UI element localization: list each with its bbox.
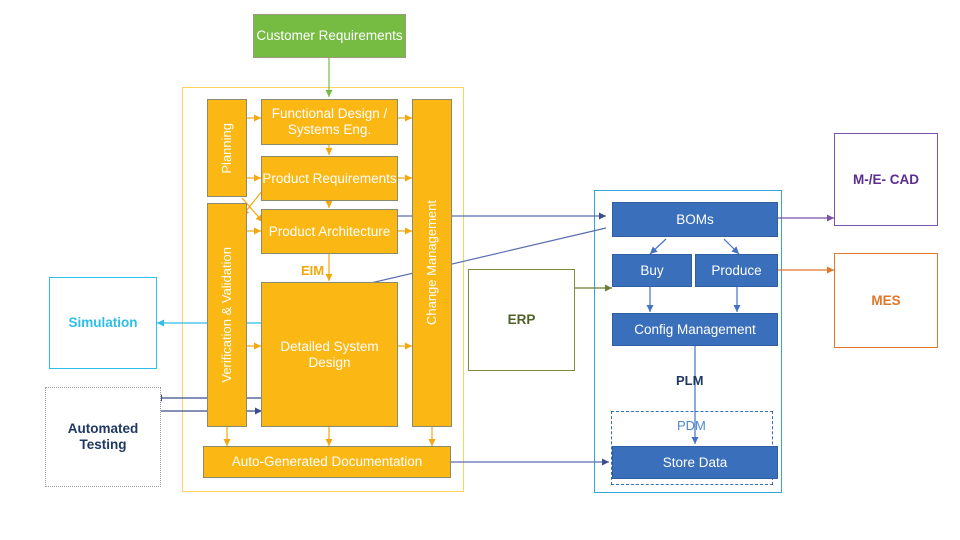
node-label: Config Management	[634, 321, 756, 337]
node-functional-design[interactable]: Functional Design / Systems Eng.	[261, 99, 398, 145]
node-label: Buy	[640, 262, 664, 278]
node-mes[interactable]: MES	[834, 253, 938, 348]
node-label: Automated Testing	[67, 421, 139, 452]
node-verification-validation[interactable]: Verification & Validation	[207, 203, 247, 427]
node-mcad-ecad[interactable]: M-/E- CAD	[834, 133, 938, 226]
node-config-management[interactable]: Config Management	[612, 313, 778, 346]
label-eim: EIM	[301, 263, 325, 278]
node-detailed-system-design[interactable]: Detailed System Design	[261, 282, 398, 427]
node-label: Change Management	[423, 200, 439, 326]
node-label: Functional Design / Systems Eng.	[271, 106, 388, 137]
node-label: Customer Requirements	[256, 28, 403, 44]
node-label: Planning	[218, 122, 234, 174]
node-label: Simulation	[68, 315, 138, 331]
label-pdm: PDM	[677, 418, 706, 433]
node-label: Auto-Generated Documentation	[231, 454, 423, 470]
node-label: Verification & Validation	[218, 247, 234, 383]
node-boms[interactable]: BOMs	[612, 202, 778, 237]
node-label: Store Data	[662, 454, 728, 470]
node-simulation[interactable]: Simulation	[49, 277, 157, 369]
node-buy[interactable]: Buy	[612, 254, 692, 287]
node-change-management[interactable]: Change Management	[412, 99, 452, 427]
node-label: Product Requirements	[262, 170, 397, 186]
node-automated-testing[interactable]: Automated Testing	[45, 387, 161, 487]
node-erp[interactable]: ERP	[468, 269, 575, 371]
node-label: MES	[871, 292, 901, 308]
node-product-requirements[interactable]: Product Requirements	[261, 156, 398, 201]
node-product-architecture[interactable]: Product Architecture	[261, 209, 398, 254]
node-store-data[interactable]: Store Data	[612, 446, 778, 479]
node-label: Produce	[711, 262, 762, 278]
label-plm: PLM	[676, 373, 704, 388]
node-customer-requirements[interactable]: Customer Requirements	[253, 14, 406, 58]
node-planning[interactable]: Planning	[207, 99, 247, 197]
node-auto-generated-documentation[interactable]: Auto-Generated Documentation	[203, 446, 451, 478]
node-label: Product Architecture	[268, 223, 391, 239]
node-label: BOMs	[676, 211, 714, 227]
plm-group-frame	[594, 190, 782, 493]
node-produce[interactable]: Produce	[695, 254, 778, 287]
node-label: Detailed System Design	[280, 338, 379, 370]
node-label: M-/E- CAD	[853, 171, 919, 187]
node-label: ERP	[507, 312, 536, 328]
